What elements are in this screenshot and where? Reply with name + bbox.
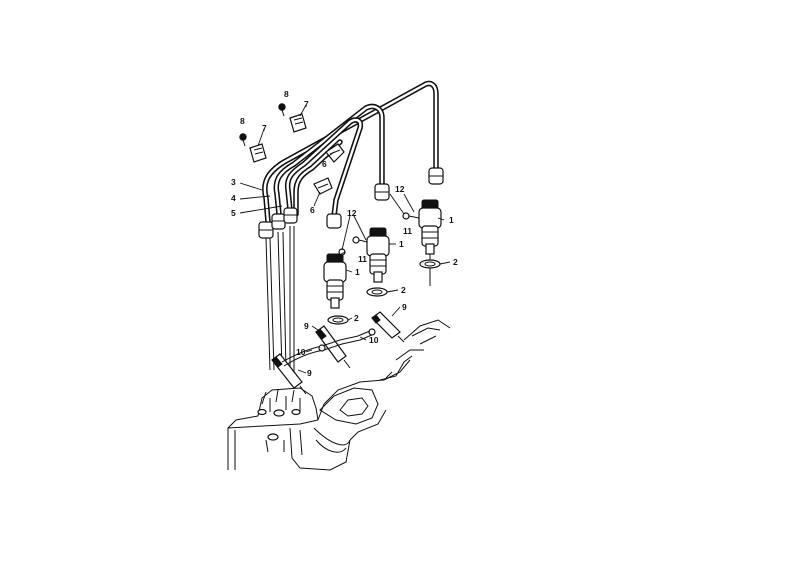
callout-8-right: 8 (284, 89, 289, 99)
callout-12-right: 12 (395, 184, 405, 194)
leader-lines (239, 104, 451, 374)
callout-6-lower: 6 (310, 205, 315, 215)
callout-labels: 1 1 1 2 2 2 3 4 5 6 6 7 7 8 8 9 9 9 10 1… (231, 89, 458, 378)
callout-9-right: 9 (402, 302, 407, 312)
callout-7-left: 7 (262, 123, 267, 133)
callout-2-left: 2 (354, 313, 359, 323)
pipe-union-nuts (258, 167, 444, 239)
leak-off-connectors (326, 212, 420, 263)
callout-2-middle: 2 (401, 285, 406, 295)
injector-left (323, 253, 347, 309)
callout-1-middle: 1 (399, 239, 404, 249)
callout-8-left: 8 (240, 116, 245, 126)
injector-middle (366, 227, 390, 283)
callout-2-right: 2 (453, 257, 458, 267)
pipe-clamps (313, 143, 345, 195)
callout-9-left: 9 (307, 368, 312, 378)
callout-11-left: 11 (358, 254, 367, 264)
injector-right (418, 199, 442, 262)
callout-7-right: 7 (304, 99, 309, 109)
callout-9-middle: 9 (304, 321, 309, 331)
callout-11-right: 11 (403, 226, 412, 236)
callout-10-left: 10 (296, 347, 306, 357)
callout-3: 3 (231, 177, 236, 187)
callout-4: 4 (231, 193, 236, 203)
callout-12-left: 12 (347, 208, 357, 218)
engine-block-outline (227, 319, 451, 471)
glow-plug-bus-wire (281, 328, 376, 367)
injection-pipes (262, 80, 439, 378)
callout-5: 5 (231, 208, 236, 218)
callout-6-upper: 6 (322, 159, 327, 169)
glow-plugs (271, 311, 405, 395)
clamp-plates-and-bolts (239, 103, 307, 163)
callout-10-right: 10 (369, 335, 379, 345)
callout-1-left: 1 (355, 267, 360, 277)
callout-1-right: 1 (449, 215, 454, 225)
